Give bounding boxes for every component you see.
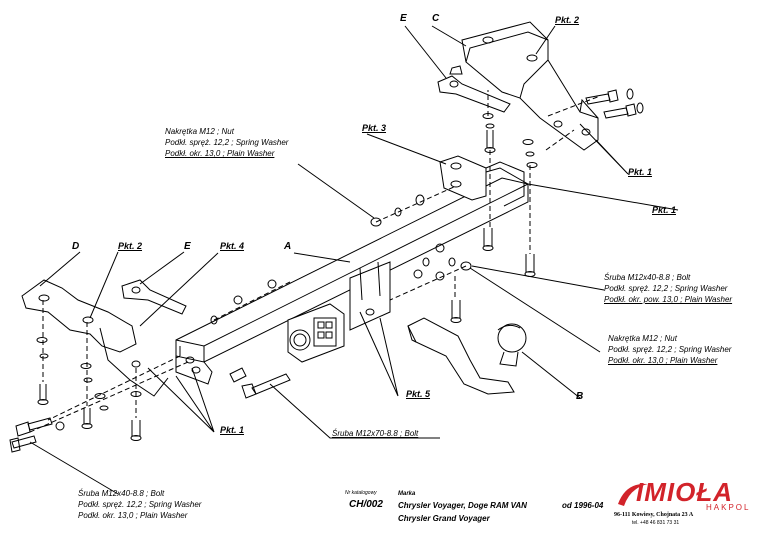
bracket-e-left — [121, 279, 187, 315]
label-letter-a: A — [284, 241, 292, 252]
label-pkt1-bottom: Pkt. 1 — [220, 425, 245, 435]
callout-nut-top-line2: Podkł. spręż. 12,2 ; Spring Washer — [165, 138, 289, 147]
callout-bolt-left-line2: Podkł. spręż. 12,2 ; Spring Washer — [78, 500, 202, 509]
callout-bolt-right-line2: Podkł. spręż. 12,2 ; Spring Washer — [604, 284, 728, 293]
callout-bolt-right-line3: Podkł. okr. pow. 13,0 ; Plain Washer — [604, 295, 733, 304]
brand-name: IMIOŁA — [636, 477, 733, 507]
callout-bolt-right-line1: Śruba M12x40-8.8 ; Bolt — [604, 273, 691, 282]
dashed-assembly-lines — [29, 90, 601, 433]
bracket-d — [21, 279, 169, 397]
label-letter-c: C — [432, 13, 440, 24]
catalog-nr-value: CH/002 — [349, 499, 383, 510]
label-letter-e-top: E — [400, 13, 407, 24]
label-pkt1-right: Pkt. 1 — [652, 205, 677, 215]
callout-nut-right-line2: Podkł. spręż. 12,2 ; Spring Washer — [608, 345, 732, 354]
label-pkt5: Pkt. 5 — [406, 389, 431, 399]
ball-hitch — [407, 317, 527, 395]
label-letter-b: B — [576, 391, 584, 402]
label-pkt4: Pkt. 4 — [220, 241, 245, 251]
callout-nut-top-line1: Nakrętka M12 ; Nut — [165, 127, 234, 136]
bolt-stack-top-e — [482, 113, 496, 153]
label-pkt1-top: Pkt. 1 — [628, 167, 653, 177]
bolt-stack-top-c — [522, 139, 538, 168]
angled-bolts-left — [9, 417, 53, 453]
callout-nut-right-line3: Podkł. okr. 13,0 ; Plain Washer — [608, 356, 718, 365]
left-end-plate — [175, 340, 213, 385]
label-letter-e-left: E — [184, 241, 191, 252]
callout-bolt-left-line1: Śruba M12x40-8.8 ; Bolt — [78, 489, 165, 498]
leader-lines — [29, 25, 679, 495]
bolt-stacks-left — [36, 337, 142, 441]
callout-nut-top-line3: Podkł. okr. 13,0 ; Plain Washer — [165, 149, 275, 158]
bracket-c — [461, 21, 599, 151]
brand-phone: tel. +48 46 831 73 31 — [632, 520, 680, 526]
washer-chain-mid — [413, 243, 472, 281]
bolts-right-c — [585, 88, 644, 119]
catalog-model2: Chrysler Grand Voyager — [398, 514, 490, 523]
catalog-marka-label: Marka — [398, 491, 416, 497]
washer-chain-top — [210, 194, 425, 325]
right-mounting-plate — [439, 155, 525, 207]
brand-sub: HAKPOL — [706, 503, 751, 512]
label-letter-d: D — [72, 241, 80, 252]
callout-nut-right-line1: Nakrętka M12 ; Nut — [608, 334, 677, 343]
catalog-years: od 1996-04 — [562, 501, 604, 510]
callout-bolt-left-line3: Podkł. okr. 13,0 ; Plain Washer — [78, 511, 188, 520]
catalog-model1: Chrysler Voyager, Doge RAM VAN — [398, 501, 527, 510]
label-pkt2-left: Pkt. 2 — [118, 241, 143, 251]
brand-swoosh-icon — [618, 483, 648, 506]
label-pkt3: Pkt. 3 — [362, 123, 387, 133]
callout-long-bolt: Śruba M12x70-8.8 ; Bolt — [332, 429, 419, 438]
long-bolt — [229, 367, 291, 399]
electrical-socket — [287, 303, 345, 363]
label-pkt2-top: Pkt. 2 — [555, 15, 580, 25]
brand-address: 96-111 Kowiesy, Chojnata 23 A — [614, 512, 694, 518]
bracket-e-top — [437, 65, 511, 113]
catalog-nr-label: Nr katalogowy — [345, 490, 377, 496]
